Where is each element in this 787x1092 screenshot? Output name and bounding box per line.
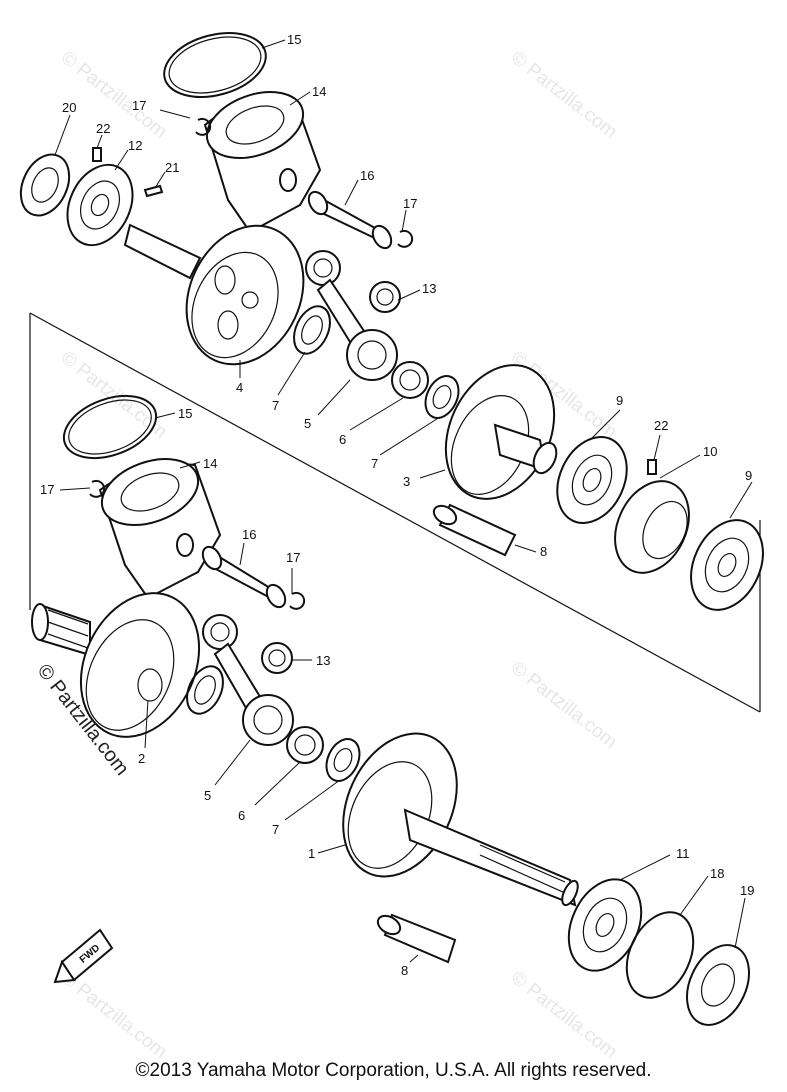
circlip (397, 229, 414, 248)
watermark: © Partzilla.com (507, 657, 621, 752)
thrust-washer (325, 738, 361, 782)
crank-wheel-top (185, 224, 305, 366)
labyrinth-seal (614, 480, 690, 574)
callout: 3 (403, 474, 410, 489)
thrust-washer (186, 665, 224, 715)
watermark: © Partzilla.com (507, 967, 621, 1062)
callout: 5 (204, 788, 211, 803)
callout: 22 (654, 418, 668, 433)
callout: 19 (740, 883, 754, 898)
watermark: © Partzilla.com (57, 47, 171, 142)
callout: 14 (203, 456, 217, 471)
callout: 6 (339, 432, 346, 447)
splined-shaft-lower (31, 603, 91, 657)
needle-bearing-big-top (391, 361, 429, 399)
woodruff-key (143, 184, 164, 198)
callout: 17 (286, 550, 300, 565)
thrust-washer (293, 305, 331, 355)
callout: 7 (371, 456, 378, 471)
bearing-left-top (66, 163, 134, 247)
piston-top (203, 91, 322, 234)
callout: 17 (40, 482, 54, 497)
callout: 20 (62, 100, 76, 115)
piston-pin-lower (201, 545, 287, 609)
bearing-far-right (690, 519, 764, 611)
callout: 8 (401, 963, 408, 978)
piston-lower (98, 458, 222, 600)
fwd-arrow: FWD (53, 928, 114, 984)
callout: 12 (128, 138, 142, 153)
circlip (89, 479, 106, 498)
piston-ring-top (163, 32, 267, 98)
dowel-pin (647, 459, 657, 475)
crank-shaft-top (123, 223, 202, 280)
connecting-rod-top (305, 250, 398, 381)
callout: 16 (242, 527, 256, 542)
thrust-washer (424, 375, 460, 419)
callout: 10 (703, 444, 717, 459)
callout: 5 (304, 416, 311, 431)
crank-pin-top (432, 503, 517, 557)
piston-ring-lower (62, 394, 158, 460)
callout: 13 (316, 653, 330, 668)
callout: 8 (540, 544, 547, 559)
callout: 4 (236, 380, 243, 395)
watermark: © Partzilla.com (57, 967, 171, 1062)
callout: 1 (308, 846, 315, 861)
crank-pin-lower (376, 913, 457, 964)
callout: 14 (312, 84, 326, 99)
piston-pin-top (307, 190, 393, 250)
bearing-right-top (556, 436, 628, 524)
dowel-pin (92, 147, 102, 162)
callout: 16 (360, 168, 374, 183)
callout: 15 (178, 406, 192, 421)
callout: 2 (138, 751, 145, 766)
oil-seal-lower (686, 944, 750, 1026)
callout: 15 (287, 32, 301, 47)
circlip (195, 117, 212, 136)
callout: 9 (745, 468, 752, 483)
callout: 13 (422, 281, 436, 296)
callout: 22 (96, 121, 110, 136)
callout: 9 (616, 393, 623, 408)
callouts: 15 14 17 20 22 12 21 16 17 13 4 7 5 6 7 … (40, 32, 754, 978)
callout: 6 (238, 808, 245, 823)
crank-wheel-main-shaft (342, 732, 579, 907)
callout: 21 (165, 160, 179, 175)
crank-wheel-right (444, 364, 558, 500)
oil-seal-top (19, 153, 71, 217)
circlip (289, 591, 306, 610)
frame-line (29, 312, 761, 713)
callout: 17 (403, 196, 417, 211)
o-ring (625, 911, 695, 999)
callout: 18 (710, 866, 724, 881)
connecting-rod-lower (202, 614, 294, 746)
copyright-notice: ©2013 Yamaha Motor Corporation, U.S.A. A… (135, 1060, 652, 1081)
callout: 11 (676, 846, 690, 861)
callout: 7 (272, 822, 279, 837)
callout: 17 (132, 98, 146, 113)
callout: 7 (272, 398, 279, 413)
needle-bearing-big-lower (286, 726, 324, 764)
crank-wheel-lower (79, 592, 201, 738)
needle-bearing-small-top (369, 281, 401, 313)
needle-bearing-small-lower (261, 642, 293, 674)
watermark: © Partzilla.com (507, 47, 621, 142)
